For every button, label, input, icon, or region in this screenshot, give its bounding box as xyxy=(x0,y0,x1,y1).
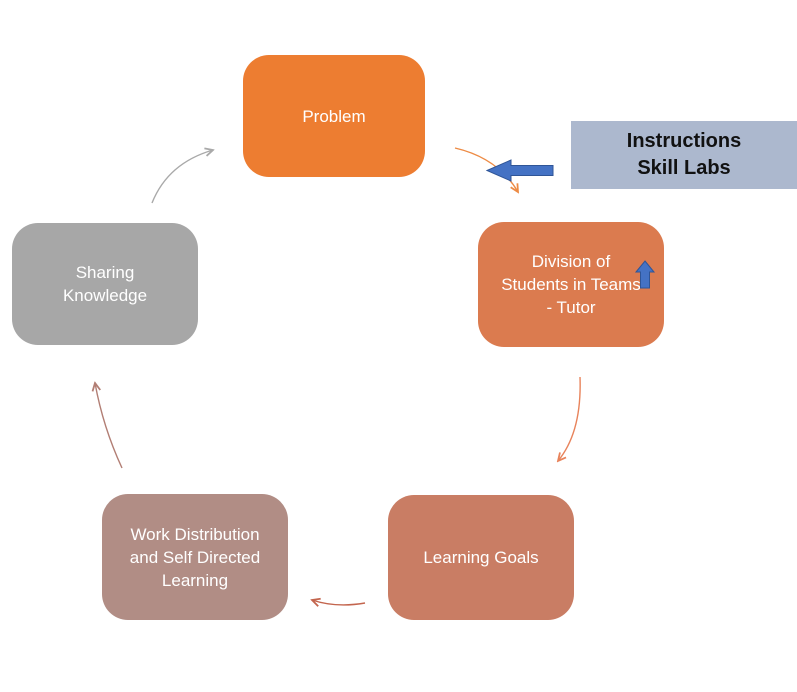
node-sharing-label-line1: Sharing xyxy=(75,263,135,282)
node-division-of-students: Division of Students in Teams - Tutor xyxy=(478,222,664,347)
node-sharing-label-line2: Knowledge xyxy=(62,286,148,305)
callout-label-line2: Skill Labs xyxy=(637,157,731,179)
node-problem-label: Problem xyxy=(302,106,366,126)
node-division-label-line2: Students in Teams xyxy=(501,275,641,294)
node-learning-goals: Learning Goals xyxy=(388,495,574,620)
callout-pointer-left-arrow xyxy=(485,159,554,182)
arrow-work-to-sharing xyxy=(95,383,123,469)
node-work-label-line3: Learning xyxy=(161,570,229,590)
arrow-problem-to-division xyxy=(454,147,518,192)
node-problem: Problem xyxy=(243,55,425,177)
node-work-label-line1: Work Distribution xyxy=(130,524,260,544)
node-work-label-line2: and Self Directed xyxy=(129,547,261,567)
callout-instructions-skill-labs: Instructions Skill Labs xyxy=(571,121,797,189)
node-learning-goals-label: Learning Goals xyxy=(423,548,539,567)
node-work-distribution: Work Distribution and Self Directed Lear… xyxy=(102,494,288,620)
arrow-learning-to-work xyxy=(312,600,366,605)
node-division-label-line3: - Tutor xyxy=(546,298,596,317)
callout-label-line1: Instructions xyxy=(626,130,742,152)
node-sharing-knowledge: Sharing Knowledge xyxy=(12,223,198,345)
arrow-division-to-learning xyxy=(558,376,581,461)
arrow-sharing-to-problem xyxy=(151,150,213,204)
node-division-label-line1: Division of xyxy=(531,252,611,271)
